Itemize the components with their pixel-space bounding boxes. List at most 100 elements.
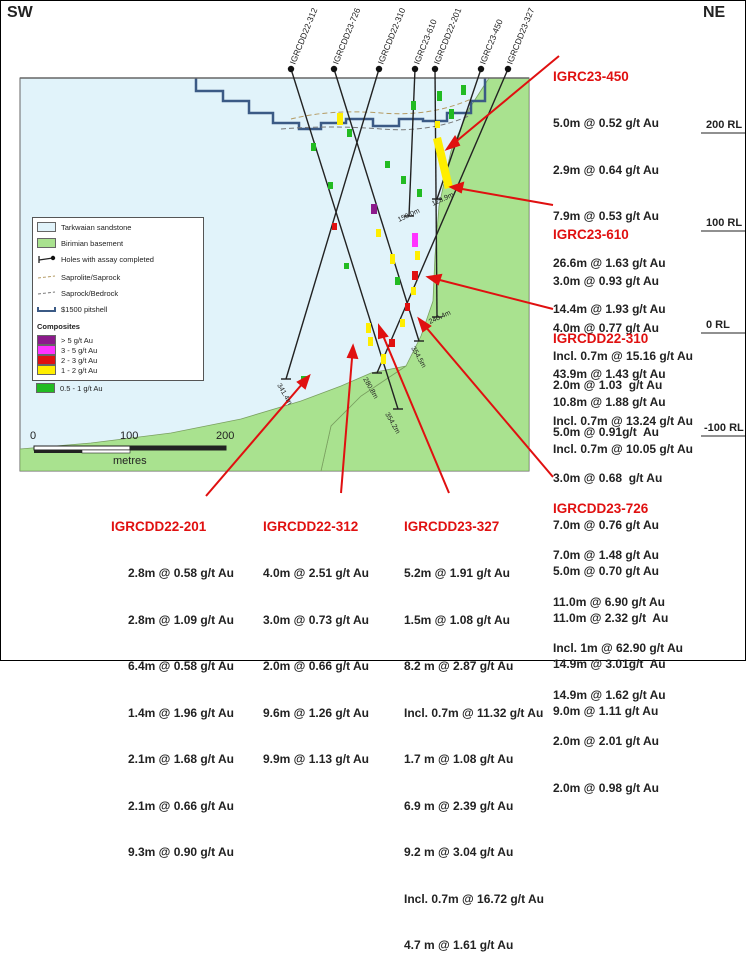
pitshell-outline bbox=[194, 78, 487, 131]
hole-trace-igrcdd22-312 bbox=[290, 68, 399, 410]
intercept-line: 8.2 m @ 2.87 g/t Au bbox=[404, 659, 514, 673]
collar-igrcdd22-201 bbox=[431, 65, 439, 73]
birimian-basement-right bbox=[320, 78, 529, 471]
intercept-line: 3.0m @ 0.93 g/t Au bbox=[553, 274, 659, 288]
intercept-line: 4.0m @ 0.77 g/t Au bbox=[553, 320, 659, 335]
intercept-line: 6.4m @ 0.58 g/t Au bbox=[128, 659, 234, 673]
intercept-line: 1.7 m @ 1.08 g/t Au bbox=[404, 752, 514, 766]
collar-igrcdd22-310 bbox=[375, 65, 383, 73]
pitshell-line-icon bbox=[37, 307, 56, 312]
legend-composite-1to2: 1 - 2 g/t Au bbox=[61, 365, 98, 375]
legend-composite-2to3: 2 - 3 g/t Au bbox=[61, 355, 98, 365]
hole-label-igrc23-450: IGRC23-450 bbox=[478, 18, 505, 66]
intercept-line: 6.9 m @ 2.39 g/t Au bbox=[404, 798, 514, 813]
scale-tick-0: 0 bbox=[30, 430, 37, 442]
legend-item-basement: Birimian basement bbox=[61, 238, 124, 248]
callout-line-igrc23-610 bbox=[450, 186, 554, 206]
callout-line-igrcdd22-201 bbox=[205, 375, 310, 497]
saprolite-line-icon bbox=[37, 275, 56, 279]
legend-item-holes: Holes with assay completed bbox=[61, 254, 154, 264]
annotation-title: IGRCDD23-327 bbox=[404, 519, 500, 534]
intercept-line: 5.0m @ 0.52 g/t Au bbox=[553, 116, 659, 130]
hole-label-igrcdd23-726: IGRCDD23-726 bbox=[331, 6, 363, 66]
annotation-title: IGRC23-610 bbox=[553, 227, 629, 242]
collar-igrcdd23-726 bbox=[330, 65, 338, 73]
intercept-line: 5.0m @ 0.70 g/t Au bbox=[553, 564, 659, 578]
hole-label-igrcdd22-312: IGRCDD22-312 bbox=[288, 6, 320, 66]
callout-line-igrcdd22-310 bbox=[427, 276, 554, 310]
intercept-line: 9.6m @ 1.26 g/t Au bbox=[263, 705, 369, 720]
legend-item-saprolite: Saprolite/Saprock bbox=[61, 272, 121, 282]
annotation-title: IGRCDD22-310 bbox=[553, 331, 649, 346]
legend-composite-over5: > 5 g/t Au bbox=[61, 335, 93, 345]
rl-label-minus100: -100 RL bbox=[704, 422, 744, 434]
intercept-line: 1.5m @ 1.08 g/t Au bbox=[404, 612, 510, 627]
legend-item-sandstone: Tarkwaian sandstone bbox=[61, 222, 132, 232]
rl-label-100: 100 RL bbox=[706, 217, 743, 229]
intercept-line: 2.1m @ 1.68 g/t Au bbox=[128, 752, 234, 766]
bedrock-line-icon bbox=[37, 291, 56, 295]
intercept-line: 2.1m @ 0.66 g/t Au bbox=[128, 798, 234, 813]
callout-line-igrcdd23-726 bbox=[418, 318, 554, 478]
intercept-line: Incl. 0.7m @ 15.16 g/t Au bbox=[553, 348, 693, 363]
intercept-line: Incl. 0.7m @ 11.32 g/t Au bbox=[404, 705, 544, 720]
intercept-line: Incl. 0.7m @ 16.72 g/t Au bbox=[404, 891, 544, 906]
scale-bar bbox=[33, 445, 227, 454]
callout-line-igrcdd23-327 bbox=[378, 325, 450, 494]
callout-line-igrc23-450 bbox=[446, 55, 560, 150]
birimian-basement-bottom bbox=[20, 365, 407, 471]
intercept-line: 11.0m @ 6.90 g/t Au bbox=[553, 594, 665, 609]
direction-ne: NE bbox=[703, 4, 726, 21]
scale-tick-200: 200 bbox=[216, 430, 235, 442]
annotation-title: IGRC23-450 bbox=[553, 69, 629, 84]
collar-igrcdd22-312 bbox=[287, 65, 295, 73]
collar-igrcdd23-327 bbox=[504, 65, 512, 73]
hole-trace-igrc23-610 bbox=[408, 68, 416, 217]
rl-label-0: 0 RL bbox=[706, 319, 730, 331]
legend-composites-title: Composites bbox=[37, 322, 80, 331]
hole-trace-igrcdd23-327 bbox=[376, 68, 509, 374]
annotation-igrcdd22-201: IGRCDD22-201 2.8m @ 0.58 g/t Au 2.8m @ 1… bbox=[111, 487, 234, 876]
intercept-line: 7.0m @ 1.48 g/t Au bbox=[553, 548, 659, 562]
intercept-line: 2.0m @ 1.03 g/t Au bbox=[553, 378, 663, 392]
annotation-igrcdd23-327: IGRCDD23-327 5.2m @ 1.91 g/t Au 1.5m @ 1… bbox=[404, 487, 544, 969]
hole-label-igrcdd22-201: IGRCDD22-201 bbox=[432, 6, 464, 66]
intercept-line: 9.9m @ 1.13 g/t Au bbox=[263, 752, 369, 766]
annotation-igrc23-610: IGRC23-610 3.0m @ 0.93 g/t Au 4.0m @ 0.7… bbox=[553, 195, 693, 445]
legend-composite-row-5: 0.5 - 1 g/t Au bbox=[36, 383, 103, 393]
intercept-line: 2.8m @ 0.58 g/t Au bbox=[128, 566, 234, 580]
intercept-line: Incl. 0.7m @ 10.05 g/t Au bbox=[553, 441, 693, 456]
hole-label-igrcdd23-327: IGRCDD23-327 bbox=[505, 6, 537, 66]
collar-igrc23-610 bbox=[411, 65, 419, 73]
annotation-title: IGRCDD22-312 bbox=[263, 519, 359, 534]
intercept-line: 7.9m @ 0.53 g/t Au bbox=[553, 209, 659, 223]
annotation-igrcdd22-312: IGRCDD22-312 4.0m @ 2.51 g/t Au 3.0m @ 0… bbox=[263, 487, 369, 783]
saprolite-line bbox=[290, 98, 472, 120]
annotation-title: IGRCDD23-726 bbox=[553, 501, 649, 516]
intercept-line: 3.0m @ 0.68 g/t Au bbox=[553, 471, 663, 485]
intercept-line: 2.0m @ 0.98 g/t Au bbox=[553, 780, 659, 795]
scale-unit: metres bbox=[113, 455, 147, 467]
annotation-igrcdd23-726: IGRCDD23-726 7.0m @ 1.48 g/t Au 11.0m @ … bbox=[553, 469, 683, 812]
intercept-line: 43.9m @ 1.43 g/t Au bbox=[553, 367, 666, 381]
intercept-line: 9.3m @ 0.90 g/t Au bbox=[128, 845, 234, 859]
rl-label-200: 200 RL bbox=[706, 119, 743, 131]
legend: Tarkwaian sandstone Birimian basement Ho… bbox=[32, 217, 204, 381]
intercept-line: 9.2 m @ 3.04 g/t Au bbox=[404, 845, 514, 859]
intercept-line: 7.0m @ 0.76 g/t Au bbox=[553, 517, 659, 532]
intercept-line: 4.0m @ 2.51 g/t Au bbox=[263, 566, 369, 580]
intercept-line: 26.6m @ 1.63 g/t Au bbox=[553, 255, 666, 270]
direction-sw: SW bbox=[7, 4, 33, 21]
legend-composite-3to5: 3 - 5 g/t Au bbox=[61, 345, 98, 355]
intercept-line: 2.0m @ 2.01 g/t Au bbox=[553, 734, 659, 748]
intercept-line: 5.2m @ 1.91 g/t Au bbox=[404, 566, 510, 580]
intercept-line: Incl. 0.7m @ 13.24 g/t Au bbox=[553, 413, 693, 428]
drill-hole-symbol-icon bbox=[38, 255, 56, 263]
intercept-line: 1.4m @ 1.96 g/t Au bbox=[128, 705, 234, 720]
intercept-line: 2.8m @ 1.09 g/t Au bbox=[128, 612, 234, 627]
annotation-title: IGRCDD22-201 bbox=[111, 519, 207, 534]
legend-composite-05to1: 0.5 - 1 g/t Au bbox=[60, 383, 103, 393]
intercept-line: 2.0m @ 0.66 g/t Au bbox=[263, 659, 369, 673]
intercept-line: 11.0m @ 2.32 g/t Au bbox=[553, 610, 669, 625]
